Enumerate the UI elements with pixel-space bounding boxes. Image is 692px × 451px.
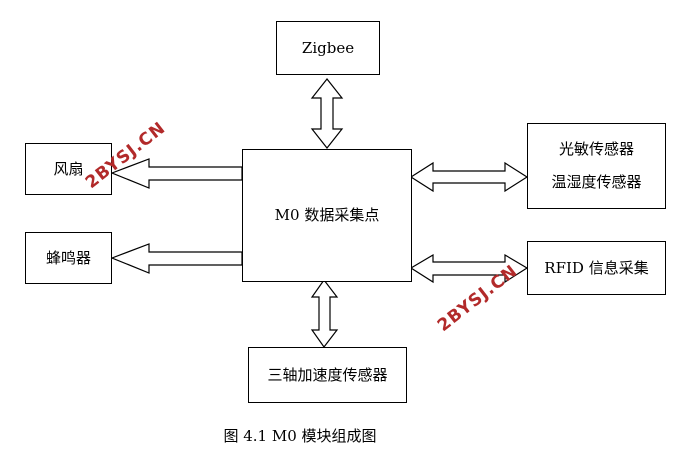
arrow-center-sensors	[409, 161, 529, 193]
rfid-box: RFID 信息采集	[527, 241, 666, 295]
zigbee-label: Zigbee	[301, 38, 355, 57]
sensors-box: 光敏传感器 温湿度传感器	[527, 123, 666, 209]
sensors-label-line2: 温湿度传感器	[551, 173, 642, 191]
fan-box: 风扇	[25, 143, 112, 195]
accel-box: 三轴加速度传感器	[248, 347, 407, 403]
arrow-zigbee-center	[310, 78, 344, 149]
center-label: M0 数据采集点	[274, 206, 380, 224]
buzzer-label: 蜂鸣器	[45, 248, 91, 267]
zigbee-box: Zigbee	[276, 21, 380, 75]
arrow-center-buzzer	[110, 243, 243, 274]
rfid-label: RFID 信息采集	[544, 258, 649, 277]
figure-caption: 图 4.1 M0 模块组成图	[223, 427, 377, 445]
center-box: M0 数据采集点	[242, 149, 412, 282]
buzzer-box: 蜂鸣器	[25, 232, 112, 284]
accel-label: 三轴加速度传感器	[267, 365, 388, 384]
arrow-center-accel	[310, 278, 339, 349]
sensors-label-line1: 光敏传感器	[558, 140, 634, 158]
fan-label: 风扇	[53, 159, 84, 178]
